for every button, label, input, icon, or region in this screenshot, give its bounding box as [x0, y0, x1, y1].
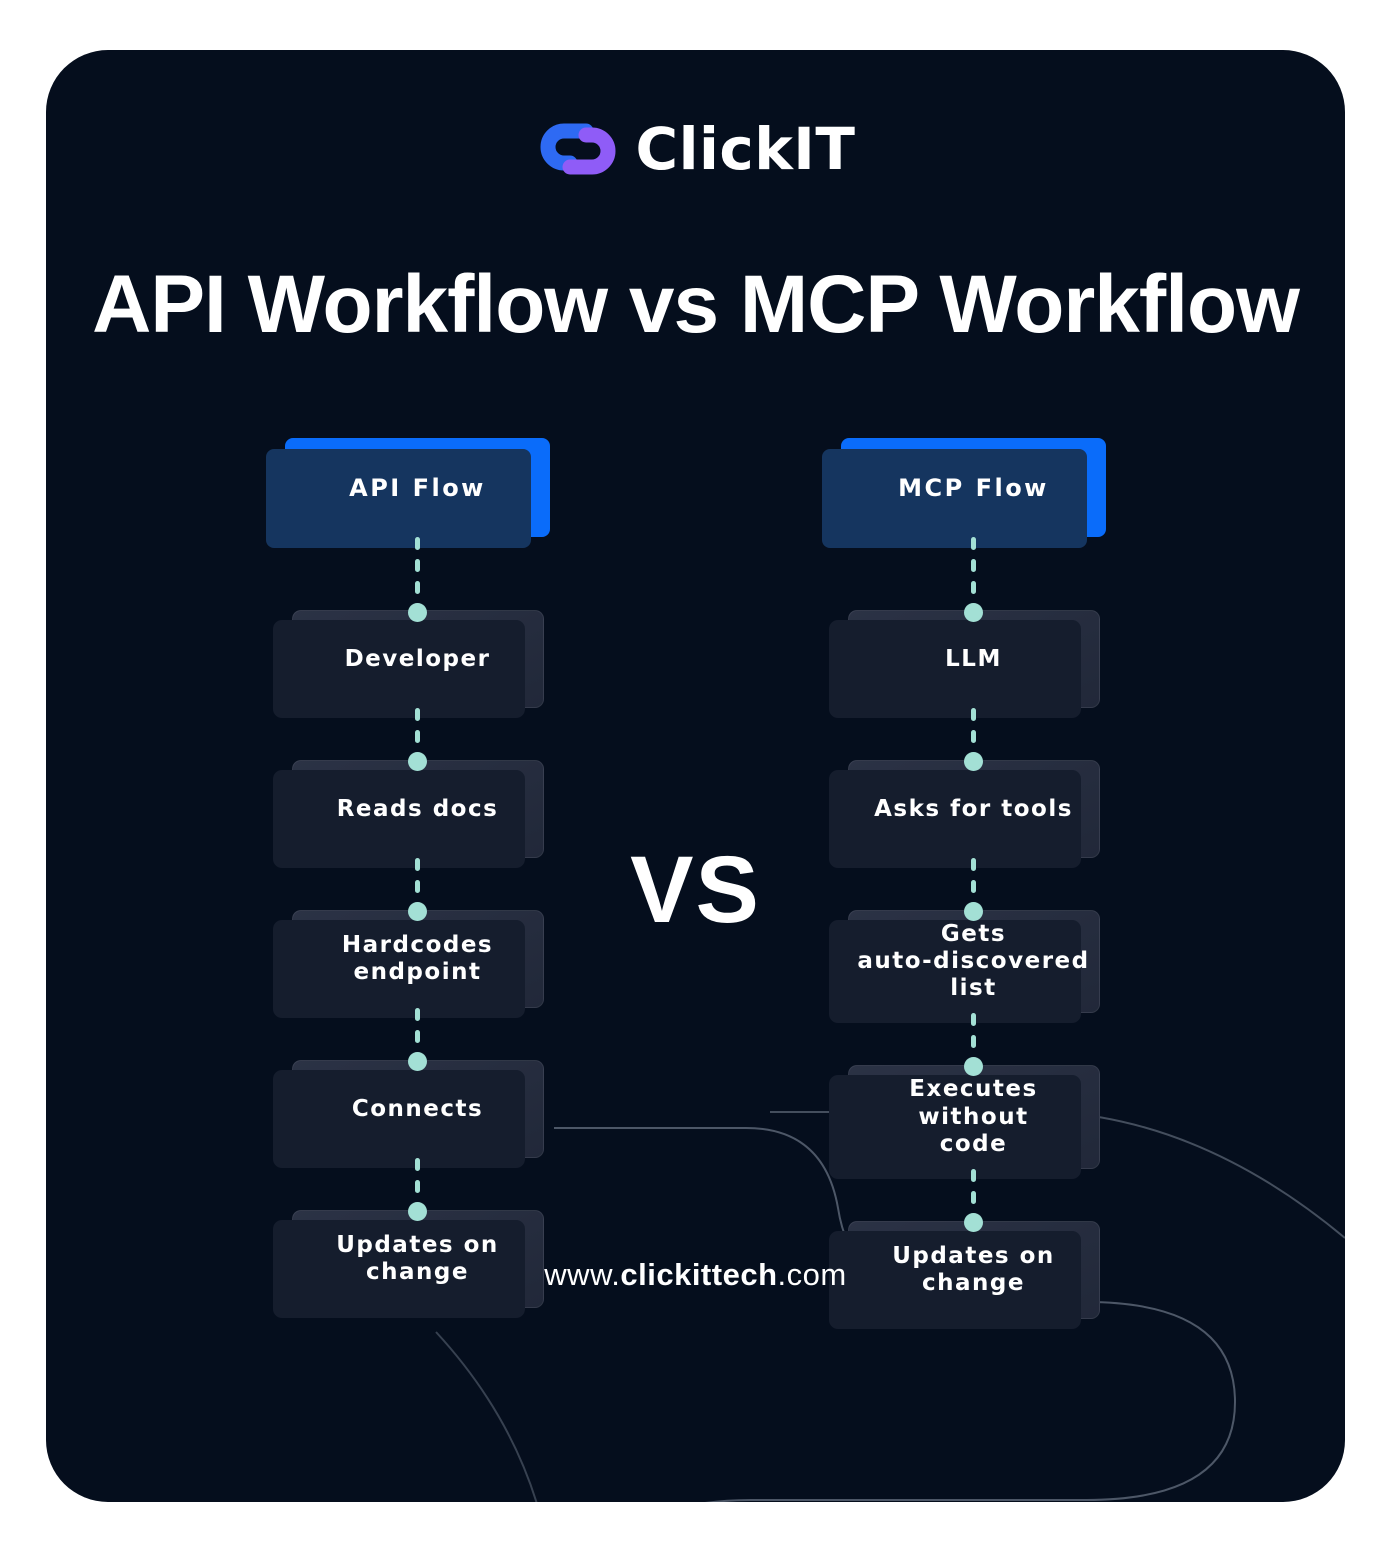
page-title: API Workflow vs MCP Workflow — [92, 259, 1300, 350]
flow-connector — [964, 858, 983, 922]
clickit-logo-icon — [540, 123, 615, 175]
footer-url: www.clickittech.com — [46, 1257, 1345, 1293]
connector-dash — [971, 537, 976, 551]
api-step-box-connects: Connects — [291, 1060, 544, 1159]
step-label: Reads docs — [336, 795, 499, 822]
vs-label: VS — [630, 837, 761, 943]
flow-columns: API Flow Developer Reads docs — [46, 438, 1345, 1319]
api-step-box-hardcodes-endpoint: Hardcodes endpoint — [291, 910, 544, 1009]
api-step-box-developer: Developer — [291, 610, 544, 709]
mcp-step-box-auto-discovered-list: Gets auto-discovered list — [847, 910, 1100, 1014]
connector-dot — [408, 1052, 427, 1072]
flow-connector — [964, 708, 983, 772]
flow-connector — [408, 1008, 427, 1072]
step-label: Executes without code — [909, 1076, 1038, 1157]
flow-connector — [408, 1158, 427, 1222]
mcp-flow-column: MCP Flow LLM Asks for tools — [841, 438, 1106, 1319]
connector-dash — [971, 1190, 976, 1204]
connector-dash — [415, 559, 420, 573]
connector-dash — [971, 1013, 976, 1027]
connector-dash — [415, 581, 420, 595]
connector-dash — [971, 581, 976, 595]
footer-url-prefix: www. — [544, 1256, 621, 1292]
connector-dot — [408, 603, 427, 623]
connector-dash — [971, 559, 976, 573]
connector-dot — [408, 752, 427, 772]
connector-dot — [408, 1202, 427, 1222]
footer-url-domain: clickittech — [620, 1256, 778, 1292]
connector-dash — [415, 1180, 420, 1194]
step-label: Connects — [351, 1095, 484, 1122]
mcp-flow-header-label: MCP Flow — [898, 473, 1049, 502]
flow-connector — [964, 537, 983, 623]
connector-dash — [971, 1168, 976, 1182]
connector-dash — [415, 537, 420, 551]
connector-dash — [971, 880, 976, 894]
connector-dot — [964, 752, 983, 772]
connector-dash — [415, 1030, 420, 1044]
step-label: Updates on change — [892, 1242, 1055, 1296]
connector-dash — [971, 730, 976, 744]
api-step-box-reads-docs: Reads docs — [291, 760, 544, 859]
flow-connector — [408, 537, 427, 623]
mcp-step-box-executes-without-code: Executes without code — [847, 1065, 1100, 1169]
step-label: Asks for tools — [874, 795, 1073, 822]
step-label: Updates on change — [336, 1231, 499, 1286]
connector-dash — [971, 708, 976, 722]
api-flow-header: API Flow — [285, 438, 550, 538]
connector-dash — [415, 708, 420, 722]
connector-dot — [964, 1057, 983, 1077]
api-flow-header-label: API Flow — [349, 473, 486, 502]
mcp-step-box-asks-for-tools: Asks for tools — [847, 760, 1100, 859]
flow-connector — [408, 858, 427, 922]
connector-dot — [964, 902, 983, 922]
clickit-logo-text: ClickIT — [635, 115, 856, 183]
connector-dash — [415, 730, 420, 744]
infographic-card: ClickIT API Workflow vs MCP Workflow API… — [46, 50, 1345, 1502]
connector-dot — [964, 603, 983, 623]
step-label: Gets auto-discovered list — [857, 921, 1090, 1002]
step-label: Hardcodes endpoint — [341, 931, 494, 986]
connector-dash — [971, 858, 976, 872]
connector-dash — [415, 1008, 420, 1022]
connector-dot — [408, 902, 427, 922]
flow-connector — [408, 708, 427, 772]
step-label: Developer — [344, 645, 491, 672]
connector-dash — [415, 1158, 420, 1172]
footer-url-suffix: .com — [777, 1256, 847, 1292]
mcp-step-box-llm: LLM — [847, 610, 1100, 709]
connector-dash — [971, 1035, 976, 1049]
connector-dash — [415, 858, 420, 872]
flow-connector — [964, 1013, 983, 1077]
api-flow-column: API Flow Developer Reads docs — [285, 438, 550, 1319]
connector-dash — [415, 880, 420, 894]
connector-dot — [964, 1212, 983, 1232]
mcp-flow-header: MCP Flow — [841, 438, 1106, 538]
flow-connector — [964, 1168, 983, 1232]
api-step-box-updates-on-change: Updates on change — [291, 1210, 544, 1309]
clickit-logo: ClickIT — [46, 50, 1345, 178]
step-label: LLM — [945, 645, 1002, 672]
